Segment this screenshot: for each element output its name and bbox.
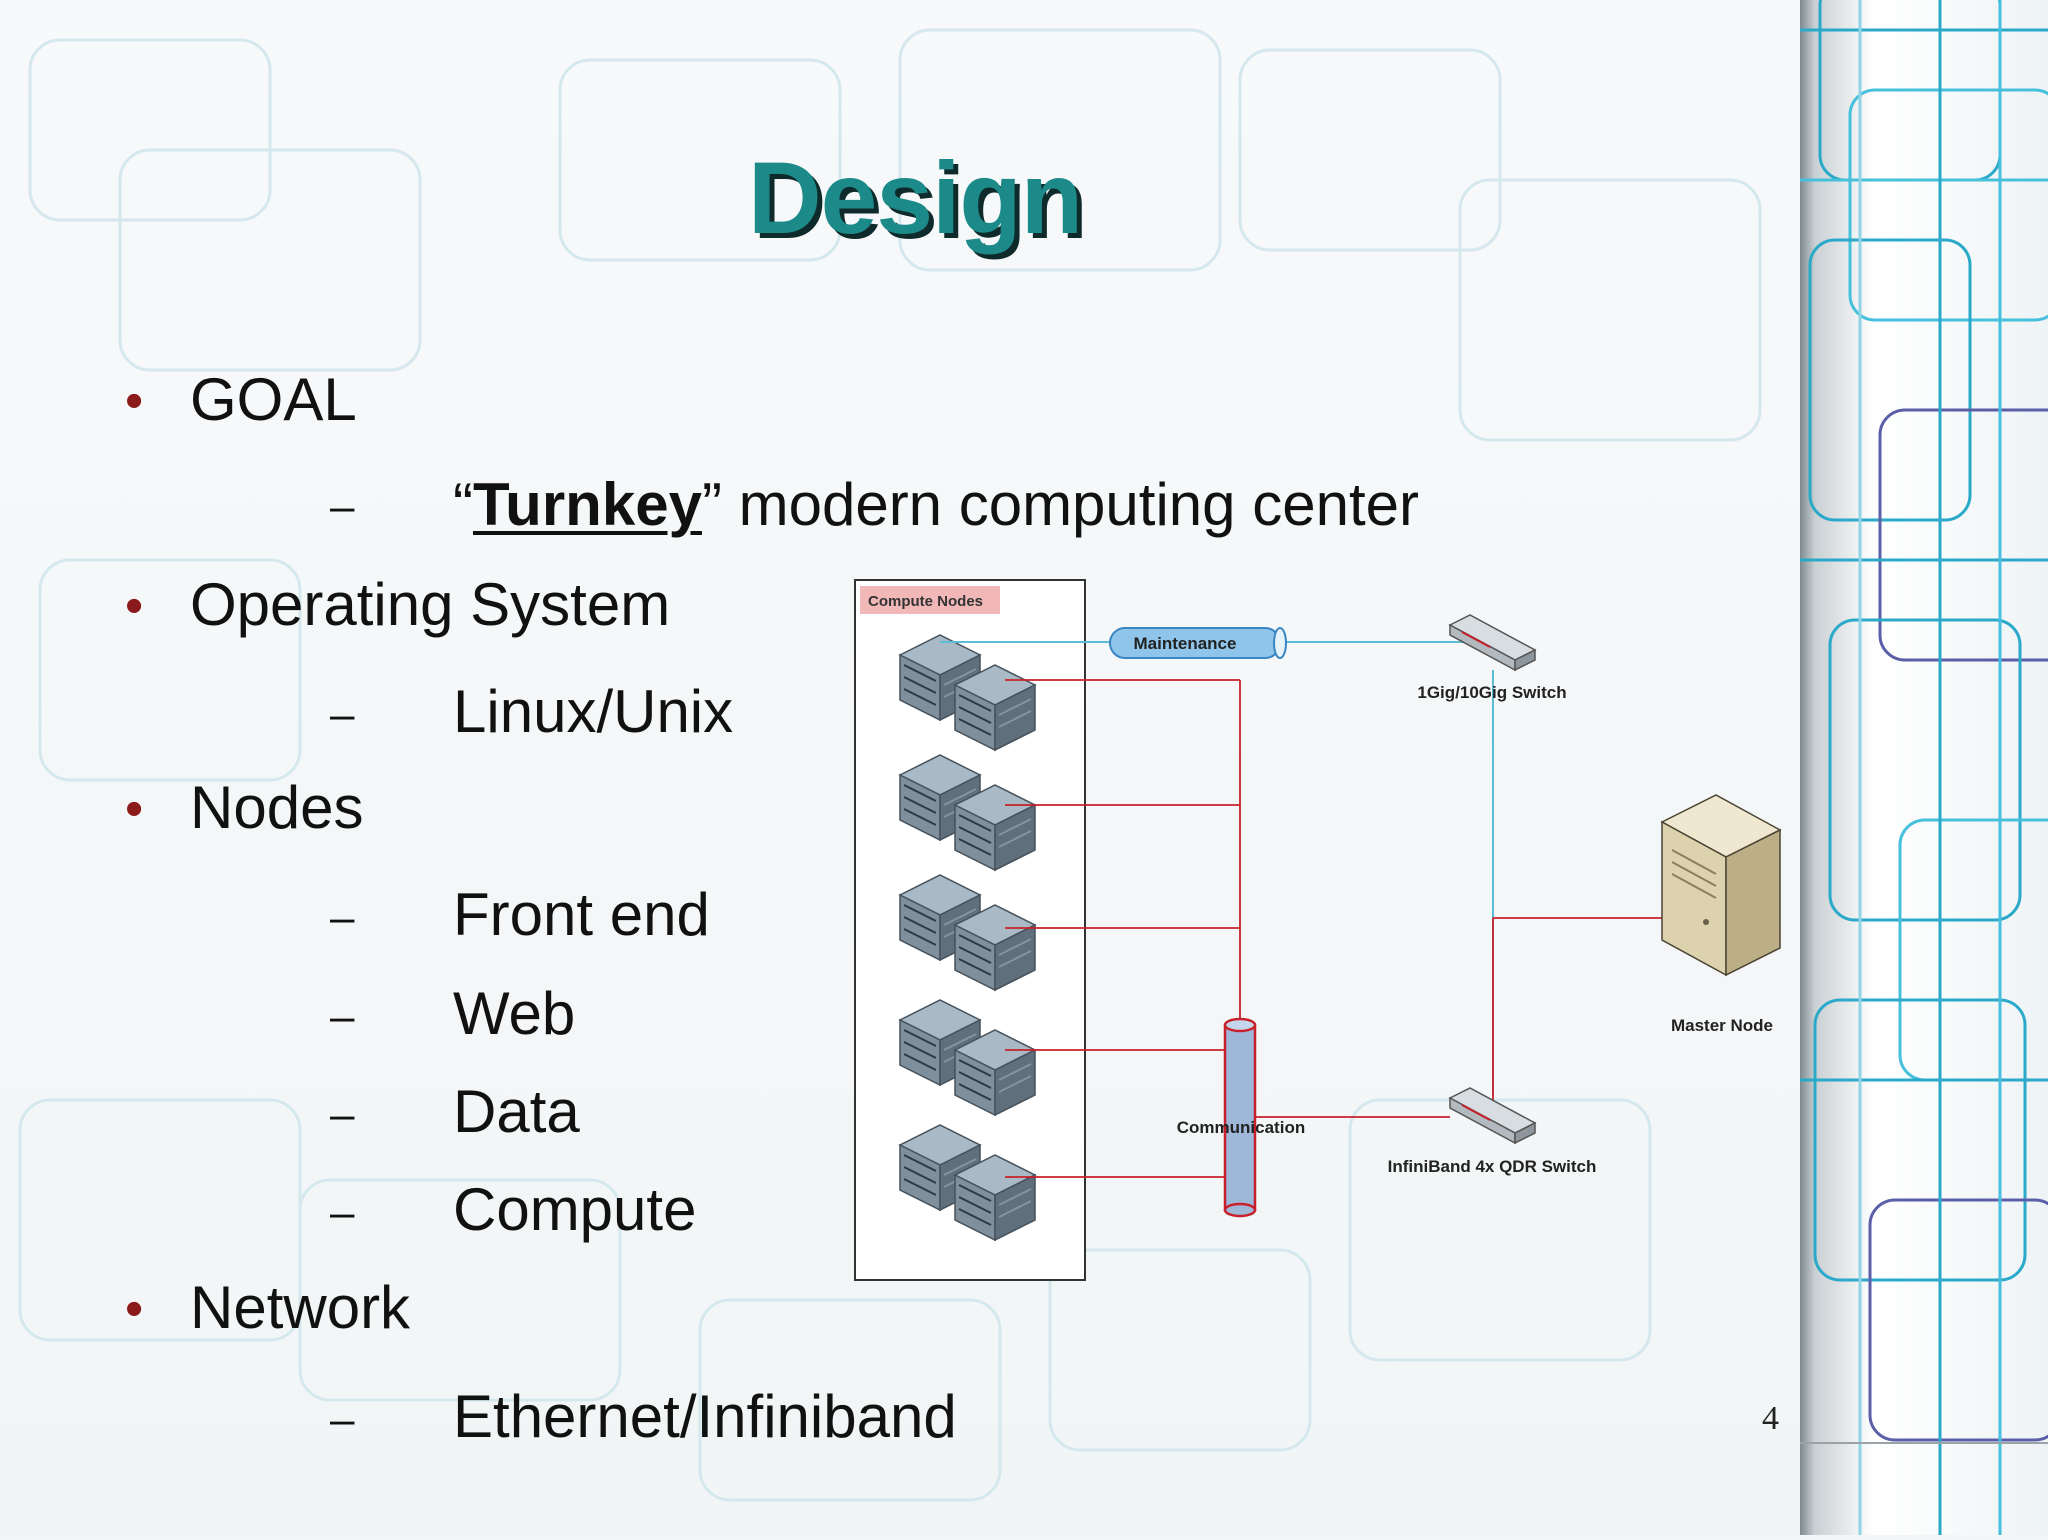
sub-compute: Compute: [453, 1176, 697, 1243]
bullet-marker: •: [125, 372, 144, 430]
communication-label: Communication: [1177, 1118, 1305, 1137]
sub-web: Web: [453, 980, 576, 1047]
master-node-icon: [1660, 794, 1782, 977]
communication-bus: [1223, 1023, 1257, 1212]
sub-marker: –: [330, 482, 355, 531]
sub-marker: –: [330, 992, 355, 1041]
master-node-label: Master Node: [1671, 1016, 1773, 1035]
bullet-marker: •: [125, 1280, 144, 1338]
sub-marker: –: [330, 1188, 355, 1237]
sub-data: Data: [453, 1078, 580, 1145]
quote-open: “: [453, 471, 473, 538]
maintenance-label: Maintenance: [1134, 634, 1237, 653]
sub-marker: –: [330, 1395, 355, 1444]
ethernet-switch-icon: [1449, 614, 1536, 671]
sub-marker: –: [330, 1090, 355, 1139]
turnkey-emphasis: Turnkey: [472, 471, 702, 538]
compute-nodes-label: Compute Nodes: [868, 593, 983, 610]
ethernet-switch-label: 1Gig/10Gig Switch: [1417, 683, 1566, 702]
slide-title: Design: [747, 141, 1083, 255]
bullet-marker: •: [125, 780, 144, 838]
bullet-nodes: Nodes: [190, 774, 364, 841]
slide: Design • GOAL – “Turnkey” modern computi…: [0, 0, 1800, 1535]
background-pattern: [18, 28, 1762, 1502]
bullet-network: Network: [190, 1274, 411, 1341]
sub-turnkey: “Turnkey” modern computing center: [453, 470, 1419, 539]
network-diagram: Compute Nodes Maintenance: [854, 579, 1782, 1281]
bullet-operating-system: Operating System: [190, 571, 671, 638]
sub-marker: –: [330, 893, 355, 942]
bullet-goal: GOAL: [190, 366, 357, 433]
bullet-marker: •: [125, 577, 144, 635]
decorative-side-panel: [1800, 0, 2048, 1535]
circuit-lines-decoration: [1800, 0, 2048, 1535]
sub-linux-unix: Linux/Unix: [453, 678, 734, 745]
sub-front-end: Front end: [453, 881, 710, 948]
page-number: 4: [1762, 1400, 1779, 1437]
sub-marker: –: [330, 690, 355, 739]
infiniband-switch-label: InfiniBand 4x QDR Switch: [1388, 1157, 1597, 1176]
divider-line: [1800, 1442, 2048, 1444]
turnkey-rest: ” modern computing center: [701, 471, 1419, 538]
sub-ethernet-infiniband: Ethernet/Infiniband: [453, 1383, 957, 1450]
